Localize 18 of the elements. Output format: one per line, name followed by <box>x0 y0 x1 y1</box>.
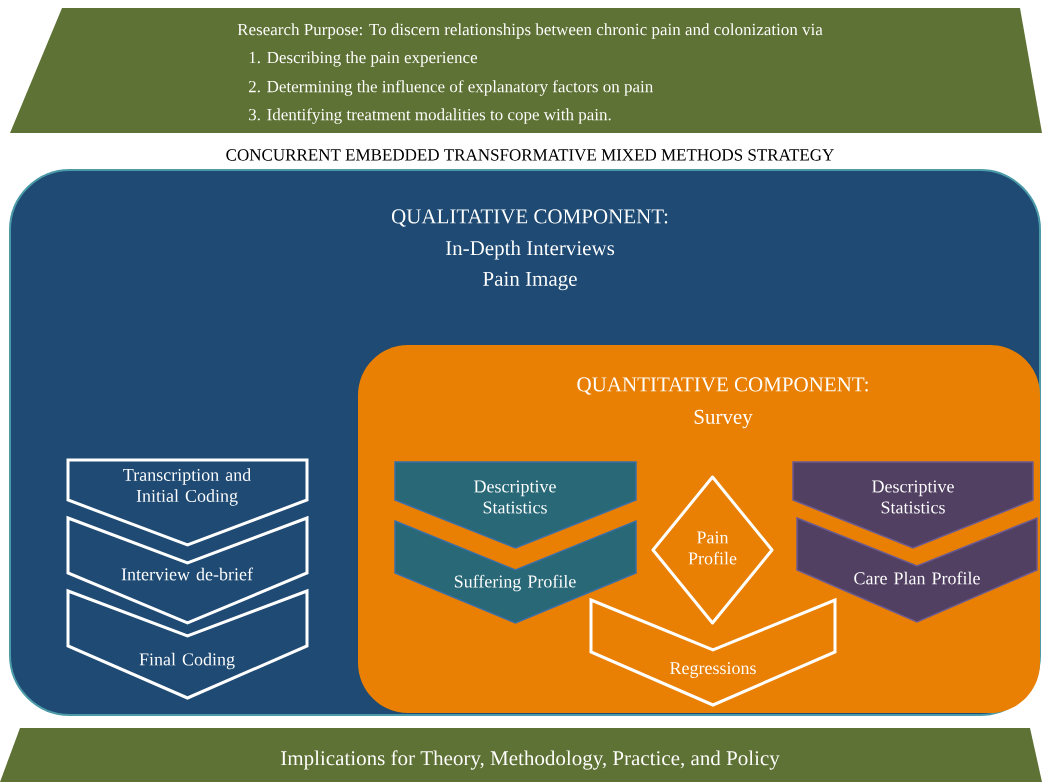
step-box: Final Coding <box>66 588 309 700</box>
step-box: Care Plan Profile <box>796 516 1038 623</box>
implications-banner: Implications for Theory, Methodology, Practice, and Policy <box>0 728 1042 782</box>
purpose-banner: Research Purpose: To discern relationships between chronic pain and colonization via 1. Describing the pain experience 2. Determining the influence of explanatory factors on pain 3. Identifying treatment modalities to cope with pain. <box>10 8 1042 133</box>
heading: CONCURRENT EMBEDDED TRANSFORMATIVE MIXED METHODS STRATEGY <box>226 149 834 161</box>
node-label: Descriptive Statistics <box>872 480 954 514</box>
panel-heading: Pain Image <box>483 271 577 291</box>
step-box: Descriptive Statistics <box>792 461 1034 549</box>
panel-heading: In-Depth Interviews <box>445 240 615 260</box>
step-box: Regressions <box>589 597 837 707</box>
node-label: Care Plan Profile <box>854 571 980 585</box>
panel-heading: QUALITATIVE COMPONENT: <box>391 209 668 227</box>
panel-heading: Survey <box>694 409 753 429</box>
step-box: Suffering Profile <box>394 519 637 624</box>
step-box: Transcription and Initial Coding <box>66 458 309 547</box>
panel-heading: QUANTITATIVE COMPONENT: <box>577 377 868 395</box>
step-box: Interview de-brief <box>66 515 309 625</box>
step-box: Descriptive Statistics <box>394 461 637 549</box>
